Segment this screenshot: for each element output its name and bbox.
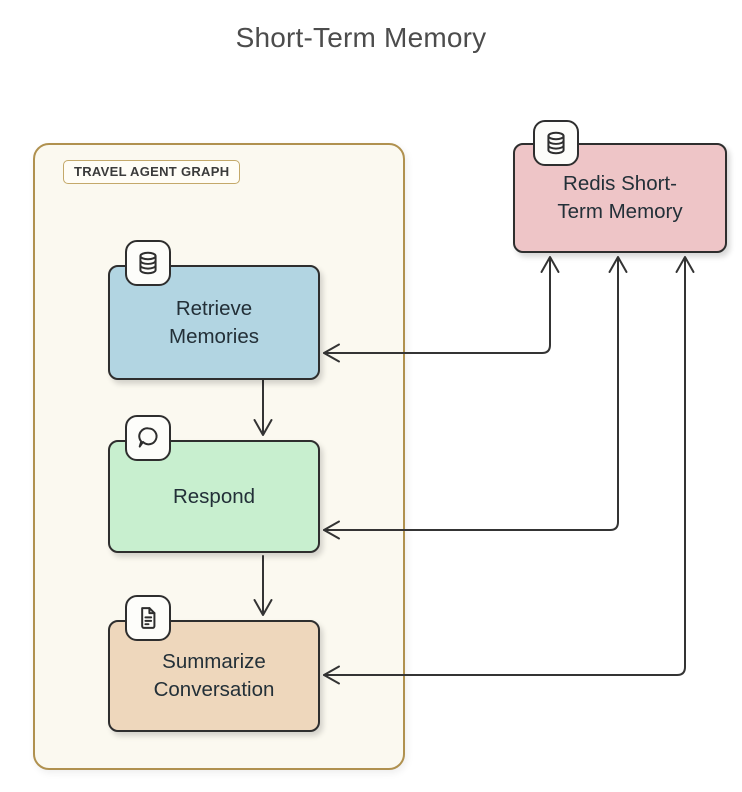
node-summarize-conversation: Summarize Conversation [108,595,320,732]
chat-bubble-icon [138,427,158,448]
node-redis-short-term-memory: Redis Short- Term Memory [513,120,727,253]
summarize-icon-badge [125,595,171,641]
diagram-title: Short-Term Memory [235,22,487,53]
node-label-redis: Redis Short- Term Memory [557,172,683,223]
redis-icon-badge [533,120,579,166]
database-icon [139,251,157,275]
retrieve-icon-badge [125,240,171,286]
node-label-respond: Respond [172,484,256,508]
document-icon [141,607,156,629]
node-label-retrieve-memories: Retrieve Memories [169,296,259,348]
respond-icon-badge [125,415,171,461]
node-label-summarize-conversation: Summarize Conversation [153,650,275,701]
database-icon [547,131,565,155]
node-respond: Respond [108,415,320,553]
node-retrieve-memories: Retrieve Memories [108,240,320,380]
container-label: TRAVEL AGENT GRAPH [63,160,241,184]
